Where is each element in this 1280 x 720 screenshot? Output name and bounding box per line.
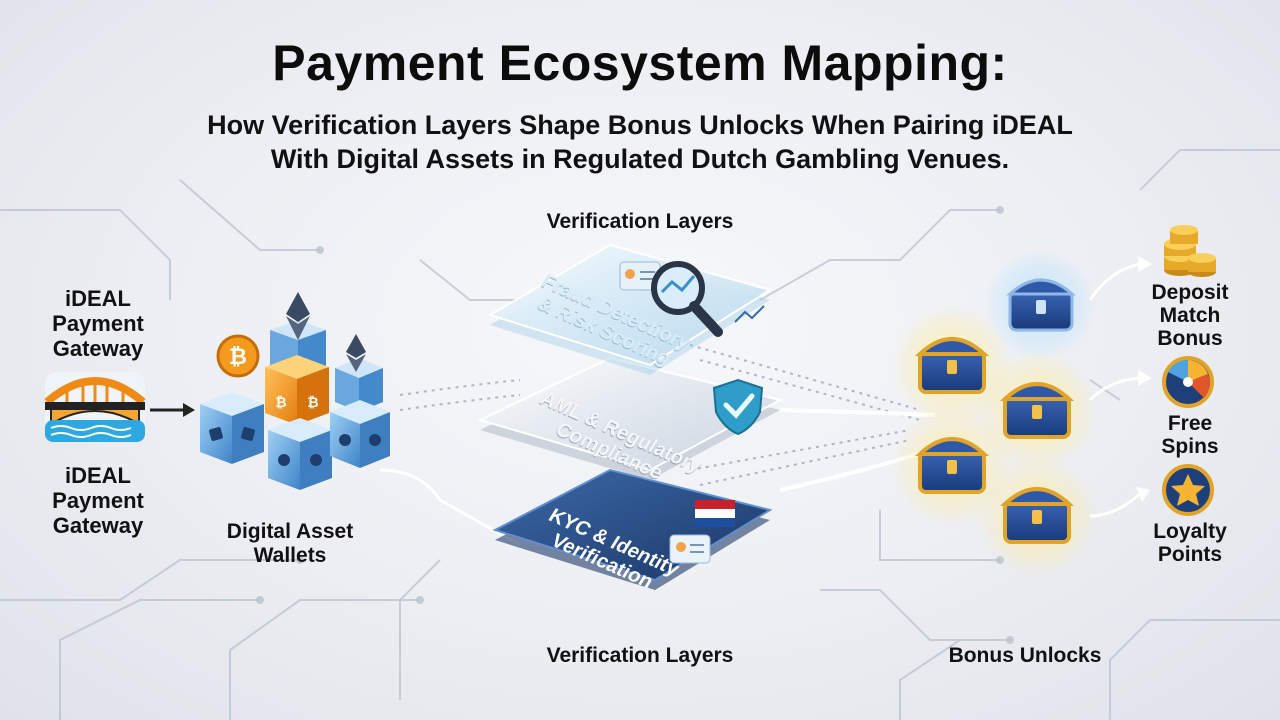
verification-label-top: Verification Layers: [546, 210, 734, 233]
label-line: iDEAL: [65, 463, 131, 488]
bonus-arrows: [1088, 262, 1141, 518]
label-line: Free: [1167, 412, 1213, 435]
wallets-label: Digital Asset Wallets: [210, 520, 370, 568]
crypto-cube-3: [330, 400, 390, 468]
gateway-arrow: [150, 403, 195, 417]
svg-text:₿: ₿: [307, 395, 318, 411]
bonus-unlocks-label: Bonus Unlocks: [948, 644, 1102, 667]
label-line: Gateway: [52, 513, 144, 538]
ideal-gateway-label-top: iDEAL Payment Gateway: [28, 286, 168, 361]
verification-label-bottom: Verification Layers: [546, 644, 734, 667]
ethereum-icon-2: [346, 334, 366, 372]
label-line: Loyalty: [1153, 520, 1227, 543]
label-line: Match: [1159, 304, 1221, 327]
chest-4: [977, 456, 1097, 576]
crypto-cube-2: [268, 418, 332, 490]
label-line: Spins: [1161, 435, 1219, 458]
wallet-connector: [379, 468, 521, 547]
trend-icon: [734, 305, 765, 323]
label-line: Wallets: [253, 544, 327, 567]
subtitle-line-2: With Digital Assets in Regulated Dutch G…: [270, 144, 1010, 174]
label-line: Payment: [52, 311, 144, 336]
label-line: Bonus: [1157, 327, 1223, 350]
subtitle-line-1: How Verification Layers Shape Bonus Unlo…: [207, 110, 1073, 140]
svg-text:₿: ₿: [229, 345, 247, 370]
shield-check-icon: [712, 378, 764, 436]
ideal-bridge-icon: [44, 372, 146, 442]
crypto-cubes: ₿ ₿ ₿: [200, 292, 390, 490]
spin-wheel-icon: [1162, 356, 1214, 408]
svg-text:₿: ₿: [275, 395, 286, 411]
label-line: Points: [1157, 543, 1223, 566]
bitcoin-cube-1: ₿ ₿: [265, 355, 329, 425]
magnifier-icon: [651, 261, 723, 337]
circuit-lines: [0, 149, 1280, 720]
free-spins-label: Free Spins: [1135, 412, 1245, 458]
ethereum-icon-1: [286, 292, 310, 340]
loyalty-points-label: Loyalty Points: [1135, 520, 1245, 566]
label-line: Gateway: [52, 336, 144, 361]
label-line: Payment: [52, 488, 144, 513]
page-subtitle: How Verification Layers Shape Bonus Unlo…: [0, 108, 1280, 176]
deposit-match-bonus-label: Deposit Match Bonus: [1135, 281, 1245, 350]
id-card-icon: [669, 534, 711, 564]
chest-glowing-blue: [985, 250, 1095, 360]
treasure-chests: [892, 250, 1097, 576]
dutch-flag-icon: [695, 500, 735, 527]
chest-2: [977, 351, 1097, 471]
ethereum-cube-2: [335, 358, 383, 412]
coin-stack-icon: [1164, 225, 1216, 277]
label-line: Deposit: [1151, 281, 1229, 304]
bitcoin-coin-icon: ₿: [216, 334, 260, 378]
verification-stack: [477, 243, 783, 590]
fraud-layer: [487, 243, 773, 375]
label-line: iDEAL: [65, 286, 131, 311]
star-badge-icon: [1162, 464, 1214, 516]
ideal-gateway-label-bottom: iDEAL Payment Gateway: [28, 463, 168, 538]
kyc-layer: [492, 468, 773, 590]
crypto-cube-1: [200, 392, 264, 464]
page-title: Payment Ecosystem Mapping:: [272, 35, 1008, 91]
aml-layer: [477, 356, 783, 480]
label-line: Digital Asset: [226, 520, 354, 543]
